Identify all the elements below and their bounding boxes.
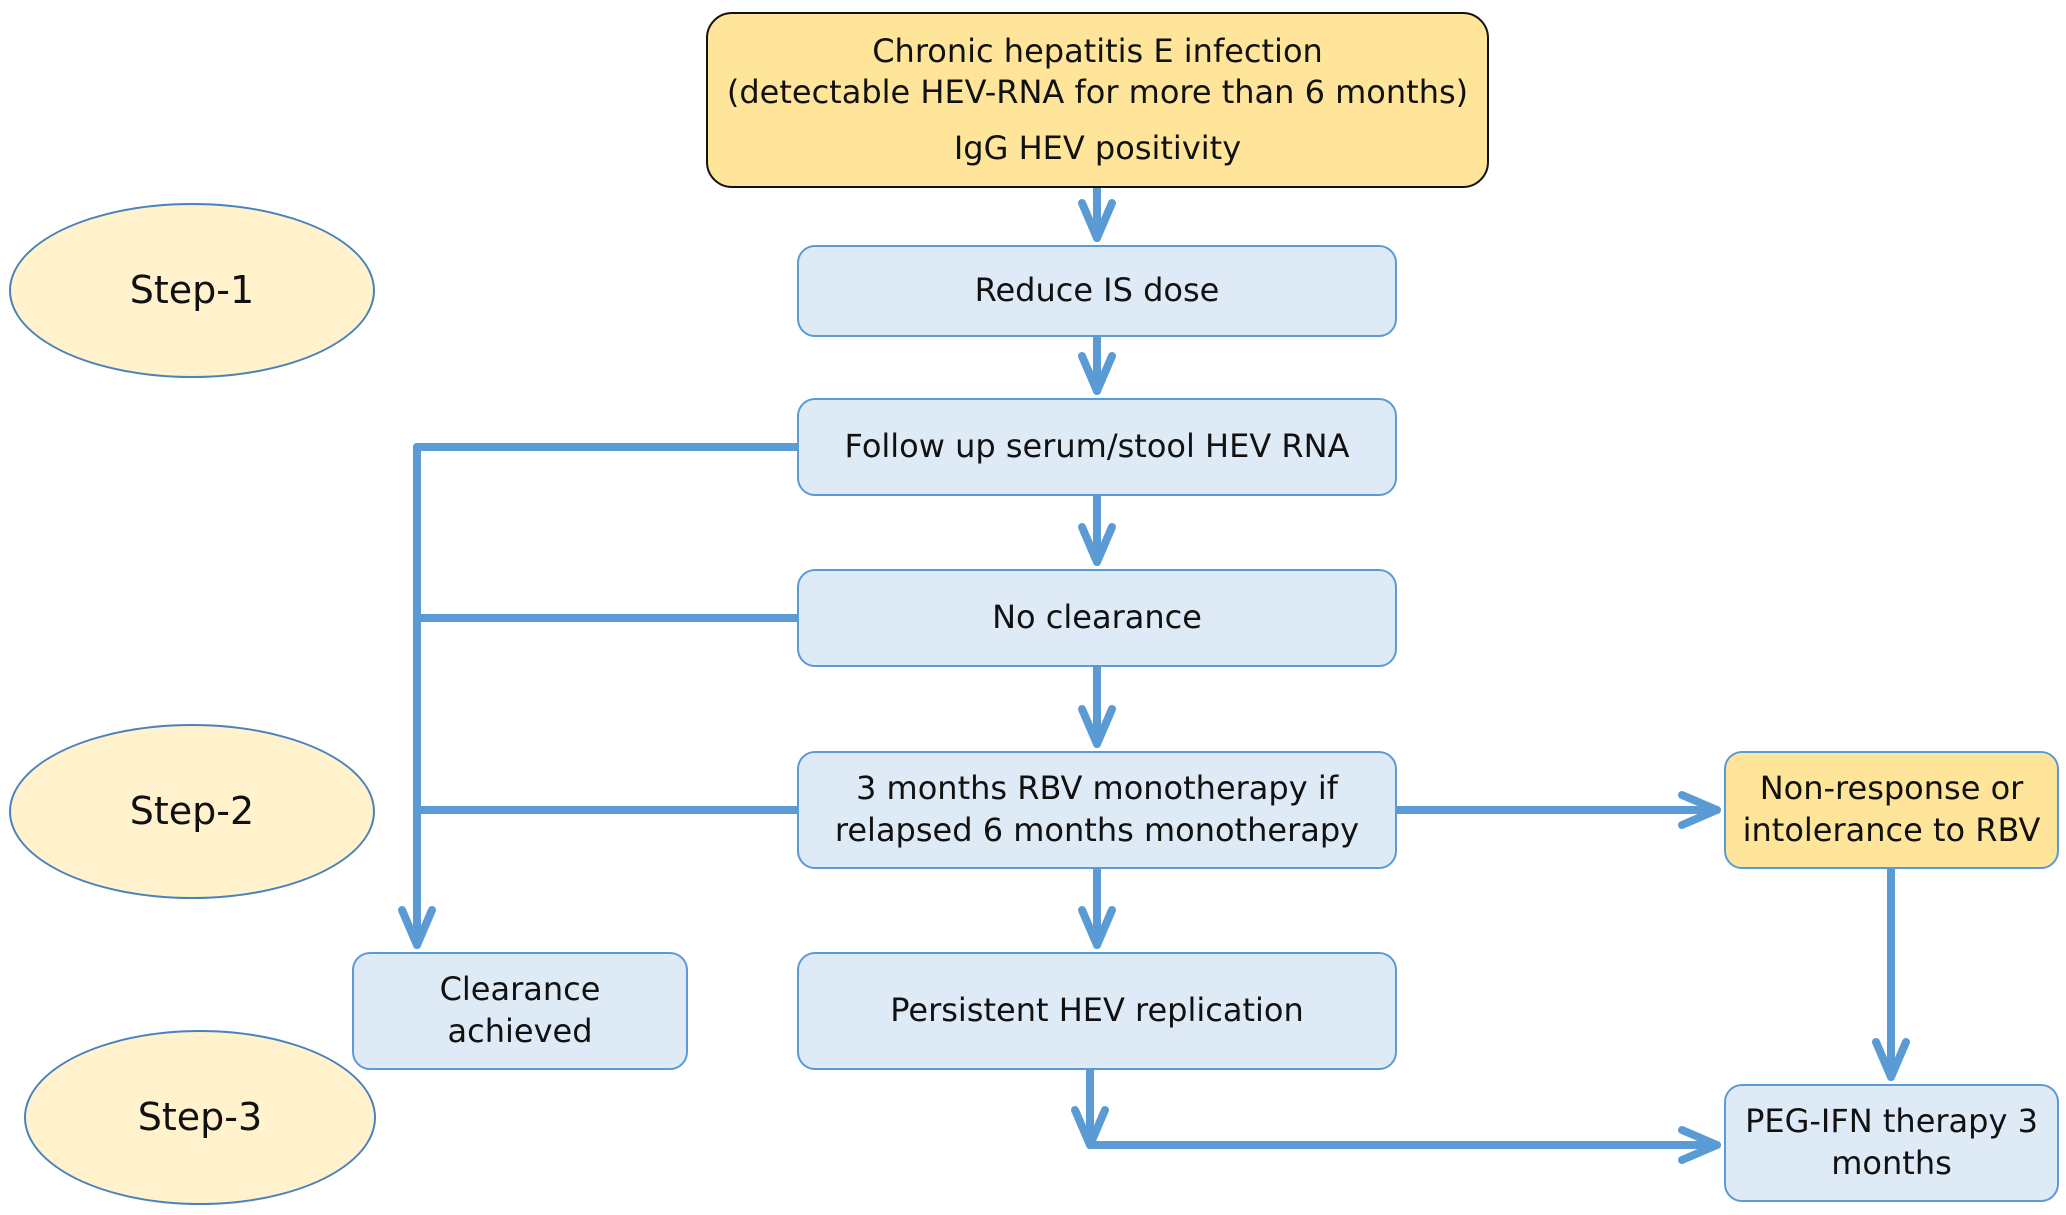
step-1-label: Step-1 xyxy=(129,267,255,312)
clearance-achieved-box: Clearance achieved xyxy=(352,952,688,1070)
follow-up-hev-rna-box: Follow up serum/stool HEV RNA xyxy=(797,398,1397,496)
igg-hev-positivity: IgG HEV positivity xyxy=(953,128,1242,167)
reduce-is-dose-box: Reduce IS dose xyxy=(797,245,1397,337)
peg-ifn-therapy-box: PEG-IFN therapy 3 months xyxy=(1724,1084,2059,1202)
rbv-monotherapy-line2: relapsed 6 months monotherapy xyxy=(834,811,1360,849)
arrowhead-follow-to-noclearance xyxy=(1078,523,1116,566)
chronic-hev-title: Chronic hepatitis E infection xyxy=(872,31,1323,70)
arrowhead-top-to-reduce xyxy=(1078,199,1116,242)
arrowhead-rbv-to-persistent xyxy=(1078,906,1116,949)
step-1-ellipse: Step-1 xyxy=(9,203,375,378)
persistent-hev-replication-label: Persistent HEV replication xyxy=(890,991,1304,1030)
arrowhead-persistent-to-peg xyxy=(1678,1126,1721,1164)
chronic-hev-infection-box: Chronic hepatitis E infection (detectabl… xyxy=(706,12,1489,188)
arrowhead-to-clearance xyxy=(398,906,436,949)
arrowhead-rbv-to-nonresponse xyxy=(1678,791,1721,829)
peg-ifn-line1: PEG-IFN therapy 3 xyxy=(1745,1102,2038,1141)
step-3-label: Step-3 xyxy=(137,1094,263,1139)
step-2-ellipse: Step-2 xyxy=(9,724,375,899)
arrowhead-reduce-to-follow xyxy=(1078,352,1116,395)
arrowhead-nonresponse-to-peg xyxy=(1872,1038,1910,1081)
no-clearance-box: No clearance xyxy=(797,569,1397,667)
arrow-persistent-to-peg xyxy=(1086,1066,1721,1149)
arrowhead-persistent-elbow xyxy=(1071,1106,1109,1149)
rbv-monotherapy-box: 3 months RBV monotherapy if relapsed 6 m… xyxy=(797,751,1397,869)
reduce-is-dose-label: Reduce IS dose xyxy=(974,271,1220,310)
follow-up-hev-rna-label: Follow up serum/stool HEV RNA xyxy=(844,427,1350,466)
step-2-label: Step-2 xyxy=(129,788,255,833)
non-response-line2: intolerance to RBV xyxy=(1742,811,2041,849)
chronic-hev-detail: (detectable HEV-RNA for more than 6 mont… xyxy=(726,73,1469,112)
clearance-achieved-label: Clearance achieved xyxy=(439,970,601,1050)
no-clearance-label: No clearance xyxy=(992,598,1202,637)
step-3-ellipse: Step-3 xyxy=(24,1030,376,1205)
rbv-monotherapy-line1: 3 months RBV monotherapy if xyxy=(856,769,1338,808)
non-response-rbv-box: Non-response or intolerance to RBV xyxy=(1724,751,2059,869)
non-response-line1: Non-response or xyxy=(1759,769,2024,808)
persistent-hev-replication-box: Persistent HEV replication xyxy=(797,952,1397,1070)
peg-ifn-line2: months xyxy=(1831,1144,1952,1182)
arrowhead-noclearance-to-rbv xyxy=(1078,705,1116,748)
